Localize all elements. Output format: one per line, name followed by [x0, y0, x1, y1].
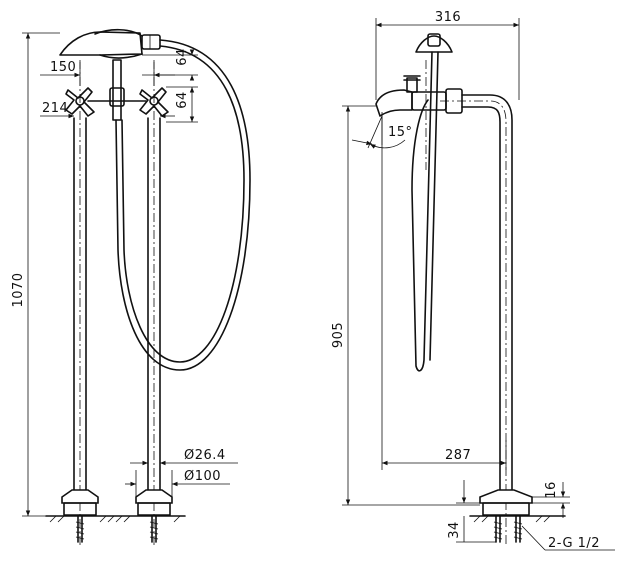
dim-905: 905: [331, 322, 346, 348]
thread-spec-label: 2-G 1/2: [548, 536, 600, 551]
front-threaded-studs: [75, 515, 159, 543]
dim-316: 316: [435, 10, 461, 25]
front-floor: [45, 515, 186, 523]
dim-diameter-100: Ø100: [184, 469, 221, 484]
side-base: [469, 489, 566, 543]
dim-214: 214: [42, 101, 68, 116]
left-pillar: [61, 60, 99, 545]
side-main-pipe: [440, 88, 513, 545]
dim-angle-15: 15°: [388, 125, 413, 140]
dim-287: 287: [445, 448, 471, 463]
dim-diameter-26-4: Ø26.4: [184, 448, 226, 463]
side-hand-shower: [411, 33, 453, 372]
side-valve-body: [375, 60, 447, 170]
dim-64-top: 64: [175, 48, 190, 66]
hand-shower-cradle: [59, 28, 161, 59]
dim-150: 150: [50, 60, 76, 75]
front-view: 1070 150 214 64 64 Ø26.4 Ø100: [11, 28, 251, 545]
dim-16: 16: [544, 481, 559, 499]
right-pillar: [135, 60, 173, 545]
shower-hose: [115, 39, 251, 371]
dim-1070: 1070: [11, 272, 26, 307]
side-view: 316 15° 905 287 16 34 2-G 1/2: [331, 10, 615, 551]
dim-34: 34: [447, 521, 462, 539]
dim-64-bottom: 64: [175, 91, 190, 109]
